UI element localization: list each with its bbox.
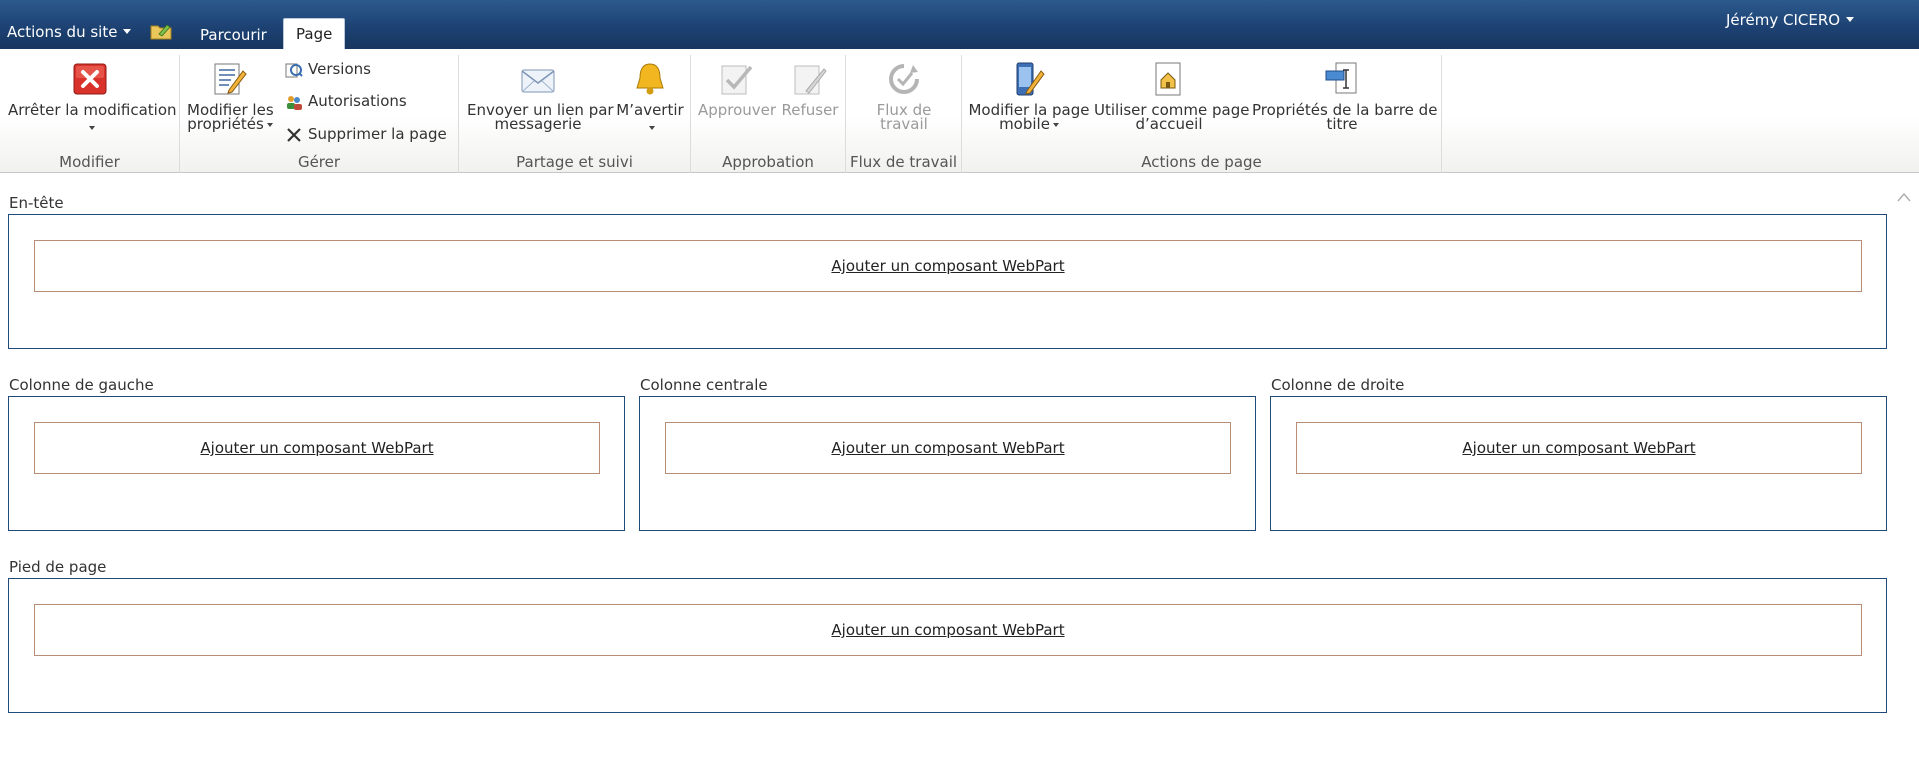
edit-mobile-label-2: mobile (999, 115, 1050, 133)
workflow-button[interactable]: Flux de travail (854, 61, 954, 133)
chevron-down-icon (123, 29, 132, 34)
chevron-down-icon (266, 122, 273, 127)
zone-label-center: Colonne centrale (640, 376, 768, 394)
alert-me-label: M’avertir (616, 101, 684, 119)
approve-label: Approuver (697, 101, 777, 119)
group-label-share: Partage et suivi (516, 153, 633, 171)
zone-label-footer: Pied de page (9, 558, 107, 576)
bell-icon (636, 63, 664, 95)
mobile-phone-icon (1016, 62, 1045, 96)
reject-label: Refuser (781, 101, 839, 119)
delete-page-label: Supprimer la page (308, 125, 447, 143)
versions-label: Versions (308, 60, 371, 78)
reject-icon (794, 65, 827, 95)
ribbon-group-workflow: Flux de travail Flux de travail (846, 55, 962, 173)
chevron-down-icon (88, 125, 95, 130)
vertical-scrollbar[interactable] (1891, 174, 1919, 760)
edit-mobile-line-2: mobile (968, 115, 1090, 133)
zone-label-header: En-tête (9, 194, 64, 212)
edit-properties-line-2: propriétés (187, 115, 273, 133)
envelope-icon (521, 69, 555, 93)
title-bar-label-2: titre (1326, 115, 1358, 133)
edit-page-icon[interactable] (150, 21, 172, 40)
stop-editing-label: Arrêter la modification (8, 101, 177, 119)
site-actions-label: Actions du site (7, 23, 118, 41)
edit-mobile-page-button[interactable]: Modifier la page mobile (968, 61, 1090, 133)
user-menu[interactable]: Jérémy CICERO (1726, 11, 1855, 29)
chevron-up-icon[interactable] (1897, 192, 1911, 202)
set-home-label-2: d’accueil (1135, 115, 1203, 133)
top-bar: Actions du site Parcourir Page Jérémy CI… (0, 0, 1919, 49)
versions-icon (285, 63, 303, 77)
stop-editing-button[interactable]: Arrêter la modification (8, 61, 177, 131)
edit-properties-label-1: Modifier les (187, 101, 274, 119)
chevron-down-icon (1846, 17, 1855, 22)
reject-button[interactable]: Refuser (779, 61, 841, 119)
group-label-workflow: Flux de travail (849, 153, 958, 171)
edit-properties-icon (214, 63, 247, 95)
workflow-icon (889, 64, 919, 94)
permissions-label: Autorisations (308, 92, 407, 110)
add-webpart-link[interactable]: Ajouter un composant WebPart (1296, 422, 1862, 474)
chevron-down-icon (1052, 122, 1059, 127)
zone-label-left: Colonne de gauche (9, 376, 154, 394)
ribbon-group-approval: Approuver Refuser Approbation (691, 55, 846, 173)
group-label-edit: Modifier (59, 153, 120, 171)
webpart-zone-left: Ajouter un composant WebPart (8, 396, 625, 531)
ribbon-group-manage: Modifier les propriétés Versions Autoris… (180, 55, 459, 173)
set-home-page-button[interactable]: Utiliser comme page d’accueil (1094, 61, 1250, 133)
delete-page-button[interactable]: Supprimer la page (285, 123, 447, 145)
ribbon-group-page-actions: Modifier la page mobile Utiliser comme p… (962, 55, 1442, 173)
tab-browse[interactable]: Parcourir (200, 26, 267, 44)
versions-button[interactable]: Versions (285, 58, 371, 80)
add-webpart-link[interactable]: Ajouter un composant WebPart (34, 240, 1862, 292)
title-bar-properties-icon (1325, 62, 1357, 94)
email-link-label-1: Envoyer un lien par (467, 101, 614, 119)
alert-me-button[interactable]: M’avertir (615, 61, 685, 131)
email-link-label-2: messagerie (494, 115, 582, 133)
close-icon (287, 127, 301, 142)
group-label-approval: Approbation (722, 153, 814, 171)
zone-label-right: Colonne de droite (1271, 376, 1405, 394)
tab-page[interactable]: Page (283, 18, 346, 49)
edit-properties-label-2: propriétés (187, 115, 264, 133)
home-page-icon (1155, 62, 1181, 96)
approve-icon (721, 65, 753, 95)
chevron-down-icon (648, 125, 655, 130)
set-home-label-1: Utiliser comme page (1094, 101, 1250, 119)
ribbon-group-share: Envoyer un lien par messagerie M’avertir… (459, 55, 691, 173)
edit-mobile-label-1: Modifier la page (968, 101, 1090, 119)
workflow-label-2: travail (880, 115, 928, 133)
title-bar-label-1: Propriétés de la barre de (1252, 101, 1438, 119)
webpart-zone-footer: Ajouter un composant WebPart (8, 578, 1887, 713)
site-actions-menu[interactable]: Actions du site (7, 23, 132, 41)
group-label-manage: Gérer (297, 153, 341, 171)
user-name: Jérémy CICERO (1726, 11, 1841, 29)
title-bar-properties-button[interactable]: Propriétés de la barre de titre (1252, 61, 1438, 133)
permissions-icon (287, 95, 302, 110)
add-webpart-link[interactable]: Ajouter un composant WebPart (34, 422, 600, 474)
stop-edit-icon (73, 63, 107, 95)
group-label-page-actions: Actions de page (1141, 153, 1262, 171)
webpart-zone-center: Ajouter un composant WebPart (639, 396, 1256, 531)
approve-button[interactable]: Approuver (696, 61, 778, 119)
workflow-label-1: Flux de (876, 101, 932, 119)
ribbon-group-edit: Arrêter la modification Modifier (0, 55, 180, 173)
add-webpart-link[interactable]: Ajouter un composant WebPart (34, 604, 1862, 656)
edit-properties-button[interactable]: Modifier les propriétés (187, 61, 274, 133)
webpart-zone-header: Ajouter un composant WebPart (8, 214, 1887, 349)
email-link-button[interactable]: Envoyer un lien par messagerie (467, 61, 614, 133)
ribbon: Arrêter la modification Modifier Modifie… (0, 49, 1919, 173)
add-webpart-link[interactable]: Ajouter un composant WebPart (665, 422, 1231, 474)
permissions-button[interactable]: Autorisations (285, 90, 407, 112)
webpart-zone-right: Ajouter un composant WebPart (1270, 396, 1887, 531)
